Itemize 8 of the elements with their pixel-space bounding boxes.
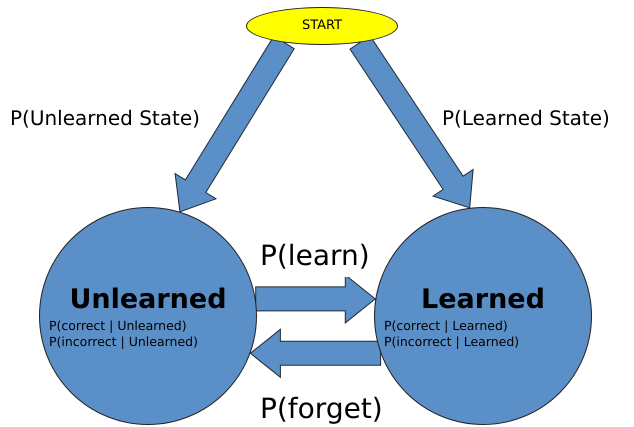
block-arrow (250, 328, 382, 378)
node-label: START (302, 17, 342, 36)
probability-text: P(correct | Unlearned) (49, 318, 187, 334)
state-title: Learned (421, 282, 545, 316)
probability-text: P(incorrect | Learned) (384, 334, 520, 350)
probability-text: P(incorrect | Unlearned) (49, 334, 198, 350)
probability-text: P(correct | Learned) (384, 318, 508, 334)
state-title: Unlearned (69, 282, 227, 316)
